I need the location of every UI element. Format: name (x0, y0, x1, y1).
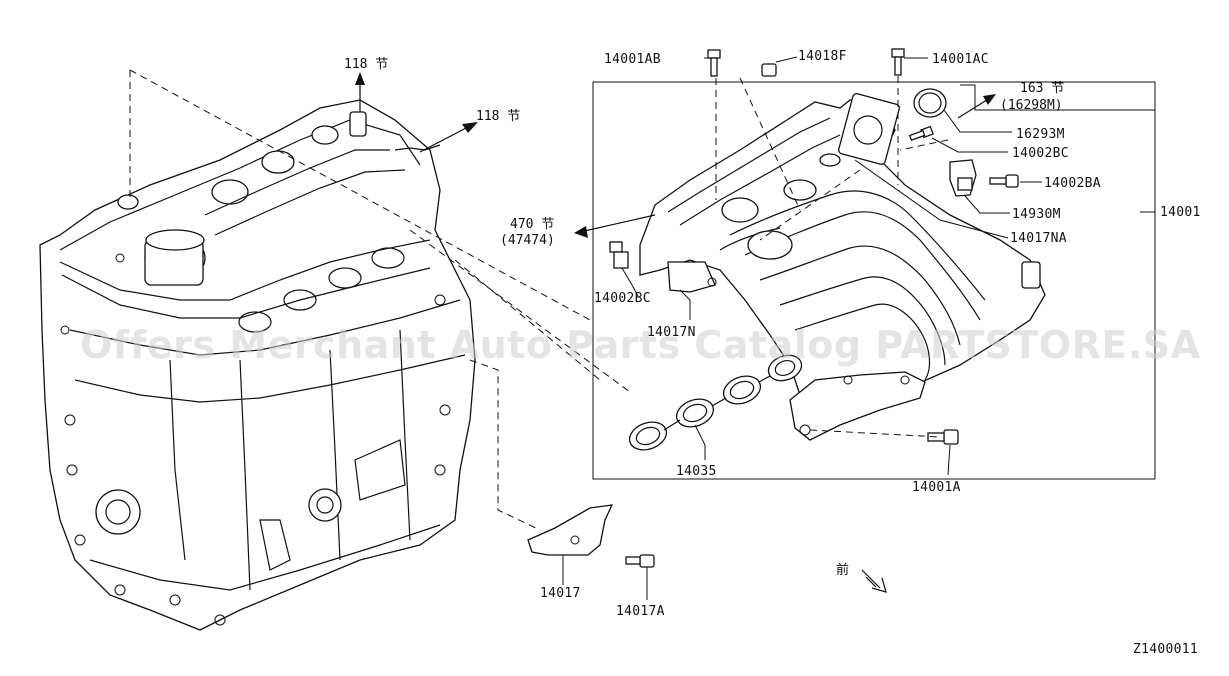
bolt-14017A-icon (625, 554, 655, 568)
label-14001A[interactable]: 14001A (912, 480, 961, 495)
intake-manifold-group-frame (592, 81, 1156, 480)
nut-14018F-icon (761, 63, 777, 77)
bolt-14002BC-left-icon (609, 241, 629, 269)
section-ref-118-right[interactable]: 118 节 (476, 109, 520, 124)
manifold-gasket-illustration (628, 354, 803, 451)
watermark-text: Offers Merchant Auto Parts Catalog PARTS… (80, 323, 1201, 367)
engine-block-illustration (39, 99, 476, 631)
section-ref-470[interactable]: 470 节 (510, 217, 554, 232)
section-ref-163[interactable]: 163 节 (1020, 81, 1064, 96)
section-ref-163-sub: (16298M) (1000, 98, 1063, 113)
front-mark-text: 前 (836, 562, 849, 578)
assembly-dash-lines (129, 69, 949, 531)
label-14001AC[interactable]: 14001AC (932, 52, 989, 67)
label-14002BC-top[interactable]: 14002BC (1012, 146, 1069, 161)
label-14017N[interactable]: 14017N (647, 325, 696, 340)
label-16293M[interactable]: 16293M (1016, 127, 1065, 142)
label-14017[interactable]: 14017 (540, 586, 581, 601)
section-ref-470-sub: (47474) (500, 233, 555, 248)
label-14017A[interactable]: 14017A (616, 604, 665, 619)
bolt-14001AB-icon (707, 49, 721, 77)
label-14001[interactable]: 14001 (1160, 205, 1201, 220)
bracket-14017-icon (527, 504, 614, 556)
section-ref-118-top[interactable]: 118 节 (344, 57, 388, 72)
label-14018F[interactable]: 14018F (798, 49, 847, 64)
front-direction-arrow-icon: 前 (836, 562, 887, 593)
label-14017NA[interactable]: 14017NA (1010, 231, 1067, 246)
bolt-14001AC-icon (891, 48, 905, 76)
seal-16293M-icon (913, 88, 947, 118)
intake-manifold-illustration (639, 93, 1046, 441)
leader-lines (562, 56, 1156, 600)
label-14930M[interactable]: 14930M (1012, 207, 1061, 222)
bolt-14002BA-icon (989, 174, 1019, 188)
label-14001AB[interactable]: 14001AB (604, 52, 661, 67)
label-14035[interactable]: 14035 (676, 464, 717, 479)
diagram-code: Z1400011 (1133, 642, 1198, 657)
sensor-14930M-icon (949, 159, 977, 197)
label-14002BA[interactable]: 14002BA (1044, 176, 1101, 191)
label-14002BC-left[interactable]: 14002BC (594, 291, 651, 306)
reference-arrows (355, 72, 996, 238)
bolt-14002BC-icon (908, 125, 934, 142)
